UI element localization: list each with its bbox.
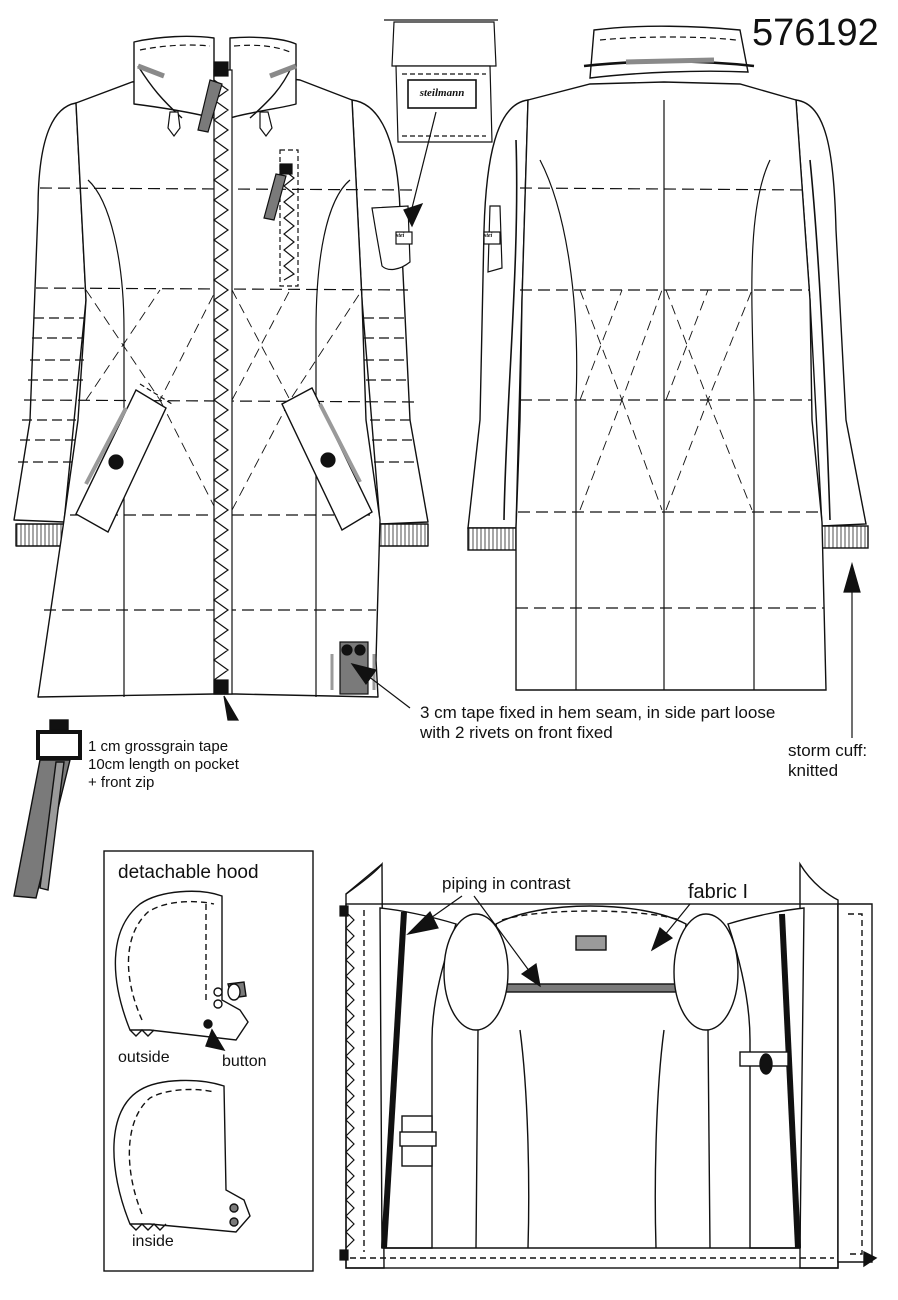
back-body [515,81,827,691]
brand-label-sleeve-back: stei [484,233,493,239]
hood-outside-label: outside [118,1049,170,1066]
front-details [18,44,421,721]
inside-zip-teeth [339,905,355,1261]
back-collar [589,25,749,79]
brand-label-plate [407,79,477,109]
piping-annotation: piping in contrast [442,874,571,893]
hood-outside-drawing [114,890,249,1052]
hood-inside-drawing [113,1079,251,1233]
style-number: 576192 [752,12,879,54]
hood-inside-label: inside [132,1233,174,1250]
annotation-arrows [350,561,861,738]
front-collar-right [229,36,297,119]
back-details [483,36,831,690]
coat-inside-view [345,861,878,1269]
brand-label-sleeve-front: stei [396,233,405,239]
front-right-cuff [377,523,429,547]
inside-annotation-arrows [406,895,691,988]
front-body [37,69,381,698]
hood-title: detachable hood [118,862,259,883]
back-right-cuff [819,525,869,549]
front-right-sleeve [351,99,429,525]
back-left-cuff [467,527,517,551]
hood-box [103,850,314,1272]
brand-label: steilmann [419,87,465,99]
fabric-annotation: fabric I [688,881,749,903]
back-left-sleeve [467,99,529,529]
storm-cuff-annotation: storm cuff: knitted [788,741,868,780]
front-zip-puller [197,79,223,133]
front-left-cuff [15,523,65,547]
brand-label-detail [384,19,498,228]
hood-button-label: button [222,1053,267,1070]
grosgrain-annotation: 1 cm grossgrain tape 10cm length on pock… [88,738,239,791]
front-left-sleeve [13,102,87,523]
grosgrain-tape-illustration [13,719,82,899]
hem-tape-annotation: 3 cm tape fixed in hem seam, in side par… [420,703,776,742]
coat-back-view [467,25,869,691]
